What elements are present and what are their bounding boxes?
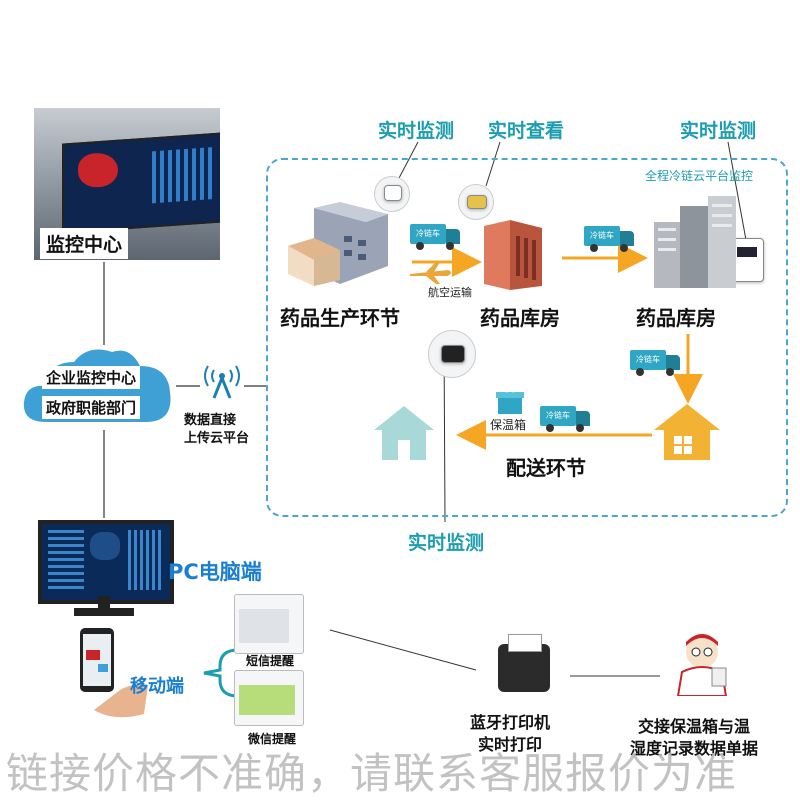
monitoring-center-label: 监控中心 <box>40 228 129 259</box>
bracket-icon <box>203 648 239 698</box>
mobile-phone-icon <box>80 628 148 718</box>
house-teal-icon <box>374 406 434 460</box>
warehouse-2-icon <box>654 196 736 288</box>
truck-label: 冷链车 <box>410 224 446 244</box>
wechat-label: 微信提醒 <box>248 732 297 746</box>
callout-realtime-view: 实时查看 <box>488 120 565 142</box>
box-sensor-icon <box>441 345 465 363</box>
bluetooth-printer-icon <box>498 634 550 692</box>
stage-production: 药品生产环节 <box>280 306 400 330</box>
sensor-bubble-2 <box>458 184 494 220</box>
printer-line-1: 蓝牙打印机 <box>470 713 551 732</box>
data-logger-icon <box>467 195 487 209</box>
airplane-icon <box>410 262 451 284</box>
truck-label: 冷链车 <box>584 226 620 246</box>
china-map-icon <box>78 151 118 189</box>
truck-label: 冷链车 <box>630 350 666 370</box>
stage-warehouse-2: 药品库房 <box>636 306 716 330</box>
cloud-line-1: 企业监控中心 <box>42 366 141 389</box>
platform-label: 全程冷链云平台监控 <box>645 169 754 183</box>
pc-label: PC电脑端 <box>168 560 262 584</box>
price-watermark: 链接价格不准确，请联系客服报价为准 <box>6 749 738 798</box>
pharmacist-mascot-icon <box>676 634 728 696</box>
insulated-box-label: 保温箱 <box>490 418 527 432</box>
wechat-screenshot <box>234 670 304 726</box>
factory-icon <box>288 202 388 286</box>
dashboard-chart-icon <box>152 147 212 204</box>
insulated-box-icon <box>496 390 524 414</box>
callout-realtime-monitor-1: 实时监测 <box>378 120 455 142</box>
upload-line-2: 上传云平台 <box>184 431 250 446</box>
monitor-stand-icon <box>74 596 134 616</box>
antenna-icon <box>204 365 240 399</box>
stage-delivery: 配送环节 <box>506 456 586 480</box>
sensor-bubble-1 <box>374 176 410 212</box>
air-transport-label: 航空运输 <box>428 286 472 299</box>
mobile-label: 移动端 <box>130 676 184 697</box>
thermometer-sensor-icon <box>384 185 402 201</box>
callout-realtime-monitor-3: 实时监测 <box>408 532 485 554</box>
sensor-bubble-3 <box>428 330 476 378</box>
truck-label: 冷链车 <box>540 406 576 426</box>
sms-label: 短信提醒 <box>246 654 295 668</box>
house-yellow-icon <box>654 404 720 460</box>
handover-line-2: 湿度记录数据单据 <box>629 739 758 758</box>
handover-line-1: 交接保温箱与温 <box>637 717 750 736</box>
stage-warehouse-1: 药品库房 <box>480 306 560 330</box>
callout-realtime-monitor-2: 实时监测 <box>680 120 757 142</box>
printer-line-2: 实时打印 <box>478 735 543 754</box>
sms-screenshot <box>234 594 304 654</box>
cold-chain-platform-box <box>266 158 788 517</box>
pc-monitor-icon <box>38 520 174 604</box>
cloud-line-2: 政府职能部门 <box>42 396 141 419</box>
upload-line-1: 数据直接 <box>184 413 237 428</box>
warehouse-1-icon <box>484 220 542 290</box>
video-wall <box>62 132 220 234</box>
